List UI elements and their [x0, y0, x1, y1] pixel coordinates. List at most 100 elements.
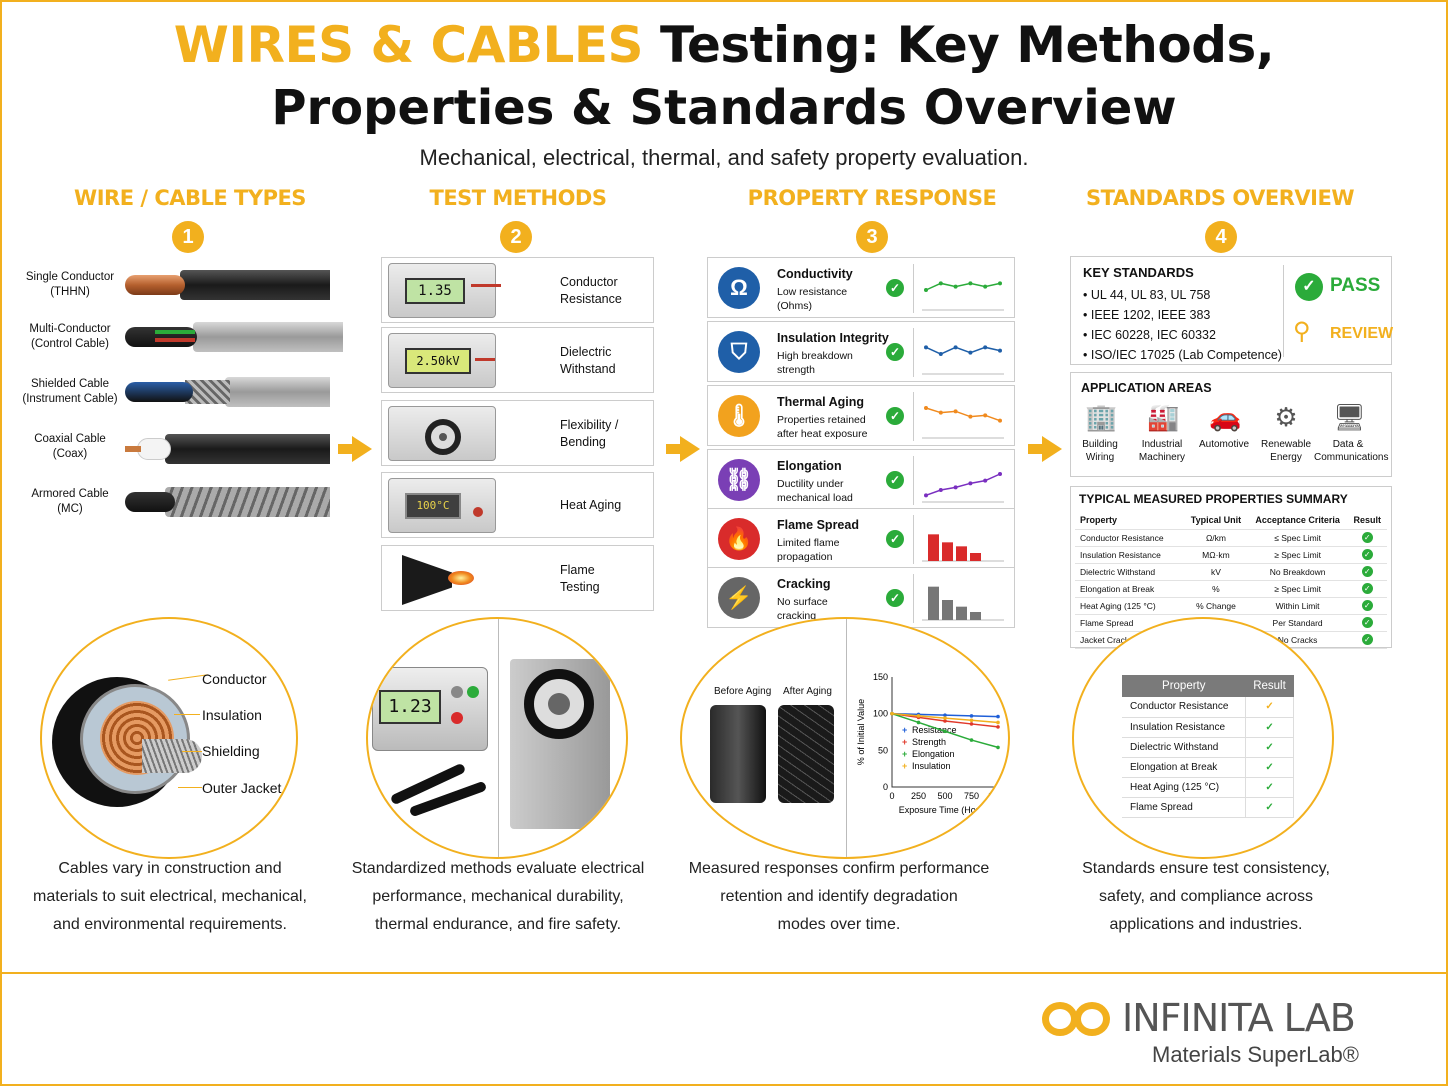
- key-standards-title: KEY STANDARDS: [1083, 265, 1194, 280]
- property-sparkline: [922, 586, 1004, 621]
- data-point: [996, 714, 1000, 719]
- sparkline-point: [968, 350, 973, 355]
- sparkline-point: [953, 485, 958, 490]
- x-tick-label: 750: [964, 791, 979, 801]
- test-card-flexibility: Flexibility /Bending: [381, 400, 654, 466]
- flame-icon: 🔥: [718, 518, 760, 560]
- test-card-heat-aging: 100°C Heat Aging: [381, 472, 654, 538]
- layer-label-insulation: Insulation: [202, 707, 262, 723]
- legend-entry: Resistance: [912, 725, 957, 735]
- column-heading-standards: STANDARDS OVERVIEW: [1086, 186, 1355, 210]
- check-icon: ✓: [1361, 583, 1373, 594]
- test-equipment-circle: 1.23: [366, 617, 628, 859]
- check-icon: ✓: [1361, 549, 1373, 560]
- flow-arrow-icon: [338, 436, 372, 462]
- sparkline-bar: [970, 553, 981, 561]
- sparkline-point: [998, 281, 1002, 286]
- omega-icon: Ω: [718, 267, 760, 309]
- hipot-tester-image: 2.50kV: [388, 333, 496, 388]
- property-sparkline: [922, 406, 1004, 439]
- x-tick-label: 0: [889, 791, 894, 801]
- summary-header: Acceptance Criteria: [1247, 512, 1348, 530]
- infinity-logo-icon: [1040, 1000, 1114, 1038]
- sparkline-point: [968, 414, 973, 419]
- sparkline-series: [925, 346, 1001, 355]
- sparkline-point: [924, 493, 928, 498]
- standard-item: • IEEE 1202, IEEE 383: [1083, 308, 1211, 322]
- data-point: [996, 725, 1000, 729]
- x-tick-label: 500: [937, 791, 952, 801]
- check-icon: ✓: [1245, 697, 1294, 718]
- table-row: Conductor Resistance✓: [1122, 697, 1294, 718]
- cable-cross-section-circle: Conductor Insulation Shielding Outer Jac…: [40, 617, 298, 859]
- y-tick-label: 50: [878, 745, 888, 755]
- sparkline-point: [968, 481, 973, 486]
- legend-marker: +: [902, 725, 907, 735]
- sparkline-point: [924, 288, 928, 292]
- sparkline-bar: [970, 612, 981, 620]
- oven-image: 100°C: [388, 478, 496, 533]
- table-row: Insulation Resistance✓: [1122, 717, 1294, 738]
- pass-label: PASS: [1330, 275, 1381, 296]
- summary-header: Property: [1075, 512, 1185, 530]
- building-icon: 🏢: [1085, 402, 1118, 432]
- cable-shielded: [125, 375, 330, 409]
- sparkline-point: [983, 413, 988, 418]
- check-icon: ✓: [1245, 757, 1294, 778]
- summary-header: Typical Unit: [1184, 512, 1248, 530]
- column-heading-tests: TEST METHODS: [429, 186, 607, 210]
- legend-marker: +: [902, 749, 907, 759]
- cable-label-multi: Multi-Conductor(Control Cable): [29, 323, 111, 350]
- ohmmeter-image: 1.35: [388, 263, 501, 318]
- test-label: Flexibility /Bending: [560, 418, 619, 449]
- property-title: Insulation Integrity: [777, 331, 889, 345]
- test-label: Heat Aging: [560, 498, 622, 512]
- sparkline-point: [983, 478, 988, 483]
- column-heading-types: WIRE / CABLE TYPES: [74, 186, 306, 210]
- check-icon: ✓: [886, 589, 904, 607]
- step-number-1: 1: [172, 221, 204, 253]
- sparkline-point: [983, 345, 988, 350]
- cable-label-armored: Armored Cable(MC): [31, 488, 109, 515]
- property-card: Ω Conductivity Low resistance(Ohms) ✓: [707, 257, 1015, 318]
- summary-table: Property Typical Unit Acceptance Criteri…: [1075, 512, 1387, 649]
- property-title: Flame Spread: [777, 518, 859, 532]
- standard-item: • IEC 60228, IEC 60332: [1083, 328, 1216, 342]
- results-table: Property Result Conductor Resistance✓Ins…: [1122, 675, 1294, 818]
- legend-entry: Insulation: [912, 761, 951, 771]
- multimeter-image: 1.23: [372, 667, 488, 751]
- application-areas-title: APPLICATION AREAS: [1081, 381, 1212, 395]
- pass-check-icon: ✓: [1295, 273, 1323, 301]
- results-header: Property: [1122, 675, 1246, 697]
- legend-entry: Strength: [912, 737, 946, 747]
- legend-marker: +: [902, 737, 907, 747]
- sparkline-point: [953, 409, 958, 414]
- bend-test-fixture-image: [388, 406, 496, 461]
- property-title: Elongation: [777, 459, 842, 473]
- table-row: Heat Aging (125 °C)✓: [1122, 777, 1294, 798]
- check-icon: ✓: [1245, 737, 1294, 758]
- shield-icon: ⛉: [718, 331, 760, 373]
- results-table-circle: Property Result Conductor Resistance✓Ins…: [1072, 617, 1334, 859]
- sparkline-bar: [956, 546, 967, 561]
- cable-armored: [125, 485, 330, 519]
- car-icon: 🚗: [1209, 402, 1242, 432]
- legend-entry: Elongation: [912, 749, 955, 759]
- property-description: Low resistance(Ohms): [777, 286, 848, 312]
- sparkline-point: [938, 488, 943, 492]
- step-number-2: 2: [500, 221, 532, 253]
- check-icon: ✓: [1361, 617, 1373, 628]
